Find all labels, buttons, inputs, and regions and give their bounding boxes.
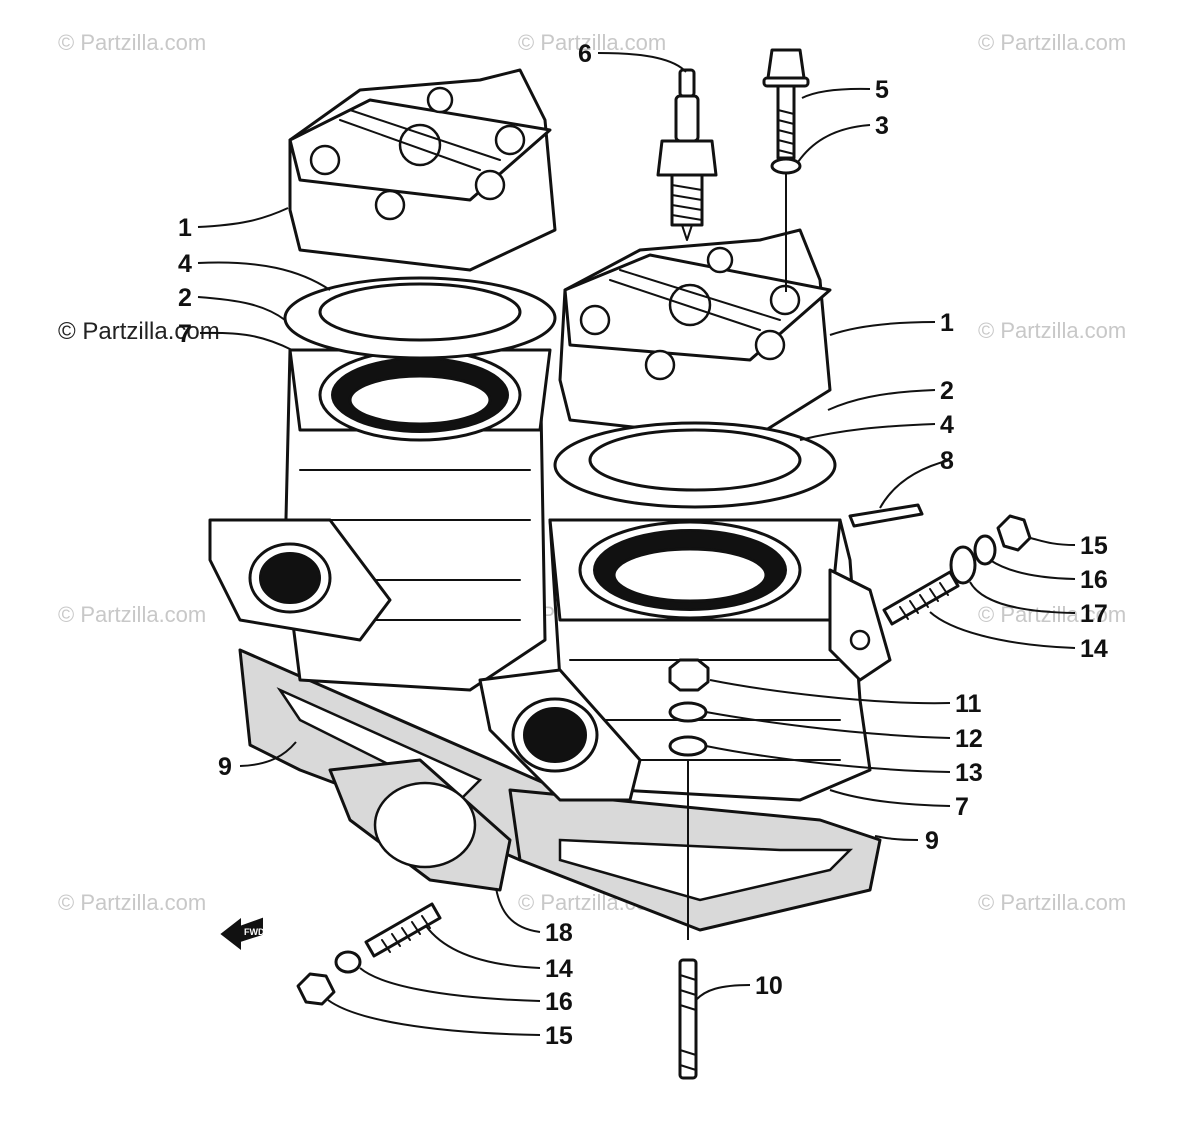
callout-label: 8 (940, 447, 954, 475)
watermark: © Partzilla.com (978, 30, 1127, 55)
callout-label: 1 (178, 214, 192, 242)
flat-washer-right (949, 545, 977, 585)
cylinder-head-right (558, 228, 832, 442)
callout-label: 9 (218, 753, 232, 781)
callout-label: 3 (875, 112, 889, 140)
base-nut (668, 658, 710, 692)
callout-label: 15 (1080, 532, 1108, 560)
cylinder-left (208, 348, 552, 692)
callout-label: 13 (955, 759, 983, 787)
cylinder-head-left (288, 68, 557, 272)
lock-washer-base (668, 701, 708, 723)
callout-label: 11 (955, 690, 982, 718)
watermark: © Partzilla.com (58, 602, 207, 627)
callout-label: 2 (178, 284, 192, 312)
callout-label: 12 (955, 725, 983, 753)
flat-washer-base (668, 735, 708, 757)
callout-label: 4 (178, 250, 192, 278)
exhaust-stud-right (882, 570, 960, 626)
callout-label: 2 (940, 377, 954, 405)
callout-label: 16 (545, 988, 573, 1016)
callout-label: 7 (178, 320, 192, 348)
exhaust-stud-left (364, 902, 442, 958)
o-ring-right (588, 428, 802, 492)
callout-label: 4 (940, 411, 954, 439)
watermark: © Partzilla.com (58, 890, 207, 915)
o-ring-left (318, 282, 522, 342)
watermark: © Partzilla.com (58, 318, 220, 345)
head-bolt (762, 48, 810, 160)
flange-nut-left (296, 972, 336, 1006)
cylinder-right (328, 518, 892, 892)
callout-label: 14 (545, 955, 573, 983)
dowel-pin (848, 503, 924, 528)
gasket-opening (558, 838, 854, 902)
callout-label: 18 (545, 919, 573, 947)
callout-label: 14 (1080, 635, 1108, 663)
flange-nut-right (996, 514, 1032, 552)
watermark: © Partzilla.com (518, 30, 667, 55)
watermark: © Partzilla.com (978, 318, 1127, 343)
forward-arrow: FWD (220, 917, 265, 951)
callout-label: 9 (925, 827, 939, 855)
watermark: © Partzilla.com (978, 890, 1127, 915)
fwd-label: FWD (244, 927, 265, 937)
callout-label: 1 (940, 309, 954, 337)
callout-label: 16 (1080, 566, 1108, 594)
lock-washer-right (973, 534, 997, 566)
spark-plug (656, 68, 718, 241)
callout-label: 7 (955, 793, 969, 821)
cylinder-stud (678, 958, 698, 1080)
head-bolt-washer (770, 157, 802, 175)
callout-label: 5 (875, 76, 889, 104)
watermark: © Partzilla.com (978, 602, 1127, 627)
watermark: © Partzilla.com (58, 30, 207, 55)
callout-label: 17 (1080, 600, 1108, 628)
callout-label: 10 (755, 972, 783, 1000)
lock-washer-left (334, 950, 362, 974)
callout-label: 6 (578, 40, 592, 68)
callout-label: 15 (545, 1022, 573, 1050)
